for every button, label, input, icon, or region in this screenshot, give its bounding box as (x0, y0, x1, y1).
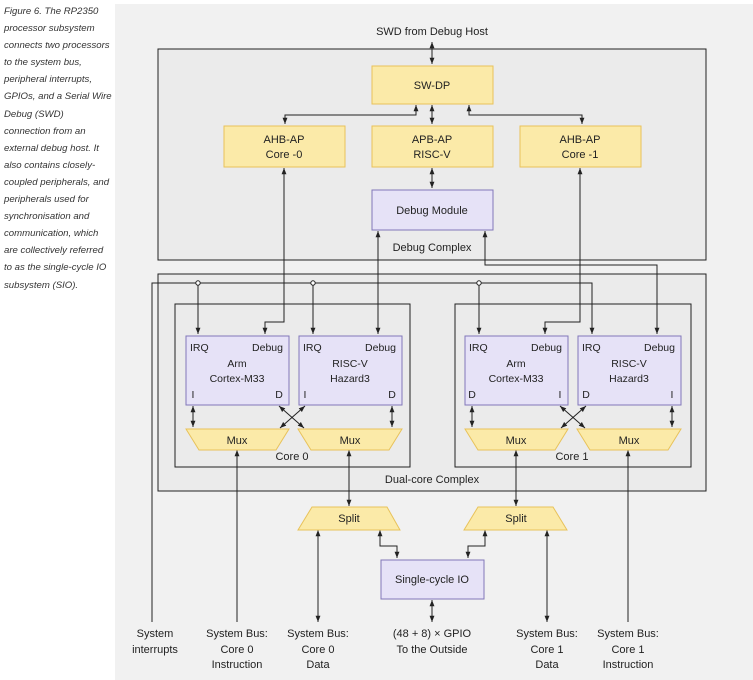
core0-arm-irq: IRQ (190, 342, 209, 354)
core1-mux-left (464, 428, 569, 451)
split-right (463, 506, 568, 531)
core0-arm-debug: Debug (252, 342, 283, 354)
debug-module-block (371, 189, 494, 231)
core1-arm-right-port: I (559, 389, 562, 401)
ahb-ap-core1-line1: AHB-AP (560, 134, 601, 146)
core0-riscv-left-port: I (304, 389, 307, 401)
core1-mux-right (576, 428, 682, 451)
core1-riscv-right-port: I (671, 389, 674, 401)
apb-ap-riscv-block (371, 125, 494, 168)
bus-core0-data-line3: Data (306, 659, 330, 671)
bus-core0-instr-line3: Instruction (212, 659, 263, 671)
ahb-ap-core0-line1: AHB-AP (264, 134, 305, 146)
bus-core1-data-line3: Data (535, 659, 559, 671)
core1-riscv-irq: IRQ (582, 342, 601, 354)
core0-riscv-block (298, 335, 403, 406)
core1-riscv-block (577, 335, 682, 406)
core1-arm-name2: Cortex-M33 (489, 373, 544, 385)
debug-complex-label: Debug Complex (393, 242, 472, 254)
core0-mux-right-label: Mux (340, 435, 361, 447)
core1-riscv-name1: RISC-V (611, 358, 647, 370)
core1-riscv-debug: Debug (644, 342, 675, 354)
apb-ap-riscv-line1: APB-AP (412, 134, 452, 146)
core0-label: Core 0 (275, 451, 308, 463)
core0-arm-left-port: I (192, 389, 195, 401)
bus-core1-instr-line2: Core 1 (611, 644, 644, 656)
debug-module-label: Debug Module (396, 205, 468, 217)
core1-mux-right-label: Mux (619, 435, 640, 447)
ahb-ap-core1-block (519, 125, 642, 168)
core1-arm-debug: Debug (531, 342, 562, 354)
split-right-label: Split (505, 513, 526, 525)
core1-arm-name1: Arm (506, 358, 526, 370)
bus-core0-data-line2: Core 0 (301, 644, 334, 656)
bus-core0-instr-line2: Core 0 (220, 644, 253, 656)
sw-dp-label: SW-DP (414, 80, 450, 92)
core0-riscv-name2: Hazard3 (330, 373, 370, 385)
bus-core0-data-line1: System Bus: (287, 628, 349, 640)
sio-block (380, 559, 485, 600)
dual-core-complex-label: Dual-core Complex (385, 474, 480, 486)
core0-riscv-irq: IRQ (303, 342, 322, 354)
core1-arm-block (464, 335, 569, 406)
bus-core1-instr-line3: Instruction (603, 659, 654, 671)
core0-arm-right-port: D (275, 389, 283, 401)
system-interrupts-line1: System (137, 628, 174, 640)
ahb-ap-core0-line2: Core -0 (266, 149, 303, 161)
gpio-line2: To the Outside (397, 644, 468, 656)
figure-caption: Figure 6. The RP2350 processor subsystem… (4, 6, 112, 291)
core1-riscv-left-port: D (582, 389, 590, 401)
bus-core1-instr-line1: System Bus: (597, 628, 659, 640)
bus-core0-instr-line1: System Bus: (206, 628, 268, 640)
bus-core1-data-line2: Core 1 (530, 644, 563, 656)
split-left-label: Split (338, 513, 359, 525)
core1-arm-left-port: D (468, 389, 476, 401)
sw-dp-block (371, 65, 494, 105)
core1-riscv-name2: Hazard3 (609, 373, 649, 385)
ahb-ap-core0-block (223, 125, 346, 168)
ahb-ap-core1-line2: Core -1 (562, 149, 599, 161)
bus-core1-data-line1: System Bus: (516, 628, 578, 640)
swd-host-label: SWD from Debug Host (376, 26, 488, 38)
core1-arm-irq: IRQ (469, 342, 488, 354)
core0-mux-left-label: Mux (227, 435, 248, 447)
sio-label: Single-cycle IO (395, 574, 469, 586)
system-interrupts-line2: interrupts (132, 644, 178, 656)
core0-riscv-name1: RISC-V (332, 358, 368, 370)
core0-arm-name2: Cortex-M33 (210, 373, 265, 385)
connection-lines (151, 42, 675, 622)
core0-riscv-right-port: D (388, 389, 396, 401)
gpio-line1: (48 + 8) × GPIO (393, 628, 472, 640)
core0-arm-block (185, 335, 290, 406)
core1-mux-left-label: Mux (506, 435, 527, 447)
core1-label: Core 1 (555, 451, 588, 463)
interrupt-junction-dots (195, 280, 482, 286)
core0-mux-left (185, 428, 290, 451)
split-left (297, 506, 401, 531)
apb-ap-riscv-line2: RISC-V (413, 149, 451, 161)
core0-riscv-debug: Debug (365, 342, 396, 354)
core0-arm-name1: Arm (227, 358, 247, 370)
core0-mux-right (297, 428, 403, 451)
